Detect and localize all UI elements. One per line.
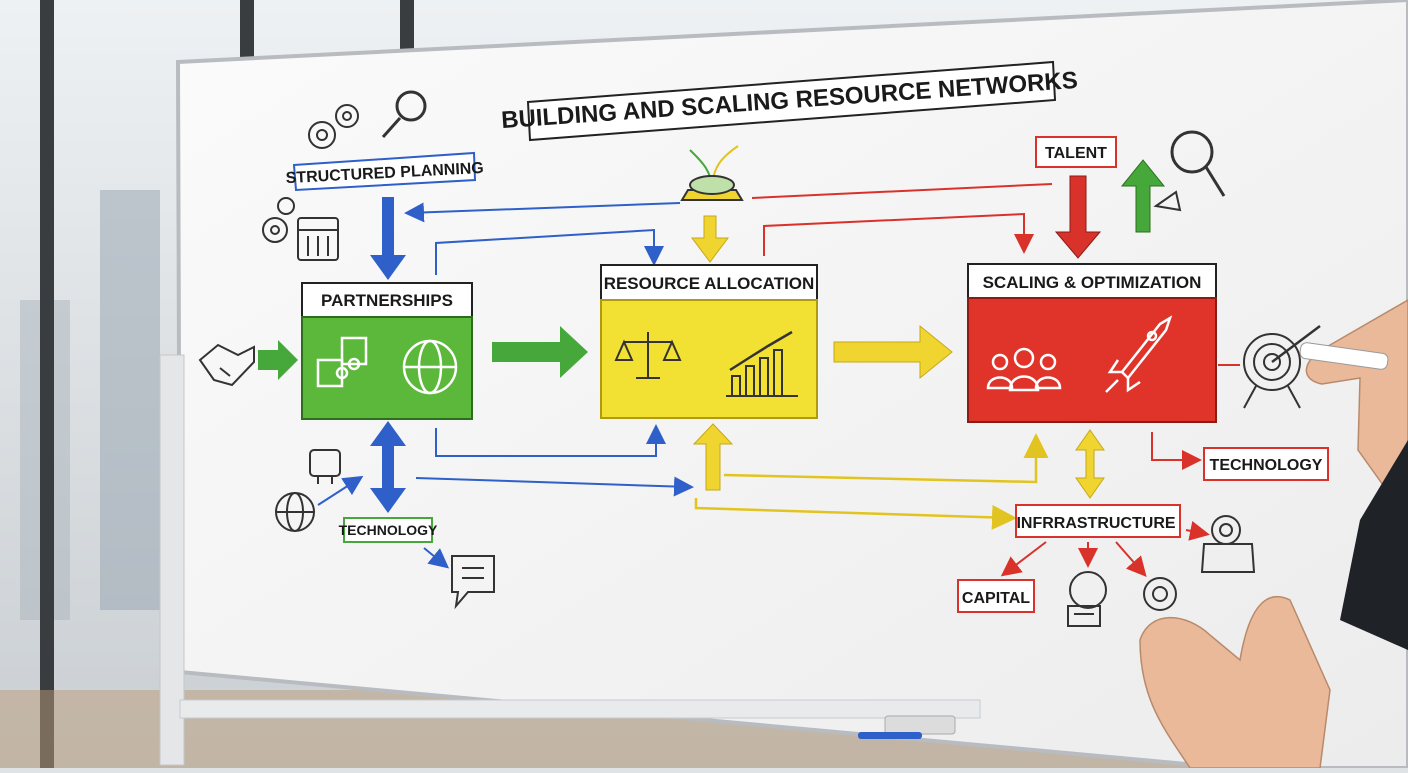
connector-line	[1185, 521, 1210, 541]
technology-left-box	[343, 517, 433, 543]
connector-line	[435, 424, 666, 457]
title-box	[526, 60, 1057, 142]
partnerships-header	[301, 282, 473, 318]
capital-box	[957, 579, 1035, 613]
infrastructure-box	[1015, 504, 1181, 538]
capital-label: CAPITAL	[962, 590, 1030, 607]
lightbulb-icon	[1067, 571, 1107, 627]
chat-icon	[451, 555, 495, 610]
bidirectional-arrow	[370, 421, 406, 513]
window-frame	[400, 0, 414, 60]
sprout-icon	[680, 145, 744, 201]
bidirectional-arrow	[1075, 429, 1105, 499]
flow-arrow-right	[833, 324, 953, 380]
target-icon	[1243, 325, 1321, 409]
flow-arrow-right	[492, 326, 588, 378]
connector-line	[694, 498, 1017, 530]
flow-arrow-up	[1120, 159, 1166, 233]
flow-arrow-down	[1054, 175, 1102, 259]
magnifier-icon	[1153, 130, 1226, 212]
resource-allocation-label: RESOURCE ALLOCATION	[604, 274, 815, 293]
people-icon	[986, 347, 1062, 392]
resource-allocation-box	[600, 299, 818, 419]
connector-line	[763, 212, 1034, 256]
camera-icon	[1200, 515, 1256, 573]
gears-icon	[308, 104, 359, 149]
web-globe-icon	[275, 492, 315, 532]
handshake-icon	[198, 343, 255, 387]
building-silhouette	[100, 190, 160, 610]
eraser	[884, 715, 956, 735]
structured-planning-box	[292, 151, 477, 192]
calendar-icon	[297, 217, 339, 261]
connector-line	[435, 228, 664, 275]
bar-chart-icon	[726, 330, 798, 397]
technology-right-box	[1203, 447, 1329, 481]
connector-line	[404, 202, 681, 223]
connector-line	[1115, 541, 1147, 578]
plug-icon	[309, 449, 341, 484]
flow-arrow-right	[258, 340, 298, 380]
coin-icon	[1143, 577, 1177, 611]
talent-label: TALENT	[1045, 145, 1107, 162]
globe-icon	[402, 339, 458, 395]
board-tray	[179, 699, 981, 719]
puzzle-icon	[316, 336, 368, 388]
talent-box	[1035, 136, 1117, 168]
flow-arrow-up	[692, 423, 734, 491]
window-frame	[40, 0, 54, 768]
board-stand	[159, 354, 185, 766]
magnifier-icon	[381, 90, 427, 139]
technology-right-label: TECHNOLOGY	[1210, 457, 1323, 474]
rocket-icon	[1105, 315, 1173, 393]
connector-line	[415, 476, 694, 497]
connector-line	[317, 475, 364, 506]
technology-left-label: TECHNOLOGY	[339, 522, 438, 538]
scaling-box	[967, 297, 1217, 423]
connector-line	[751, 183, 1053, 199]
infrastructure-label: INFRRASTRUCTURE	[1016, 515, 1175, 532]
marker-pen	[858, 732, 922, 739]
presenter-sleeve	[1340, 440, 1408, 650]
partnerships-label: PARTNERSHIPS	[321, 291, 453, 310]
gears-icon	[262, 197, 295, 243]
flow-arrow-down	[370, 197, 406, 280]
scaling-label: SCALING & OPTIMIZATION	[983, 273, 1202, 292]
connector-line	[723, 433, 1049, 484]
marker-in-hand	[1299, 342, 1389, 370]
scales-icon	[614, 332, 682, 379]
presenter-hand	[1139, 595, 1331, 769]
connector-line	[1000, 541, 1047, 577]
connector-line	[423, 547, 450, 569]
resource-allocation-header	[600, 264, 818, 301]
connector-line	[1151, 432, 1202, 470]
flow-arrow-down	[691, 215, 729, 263]
